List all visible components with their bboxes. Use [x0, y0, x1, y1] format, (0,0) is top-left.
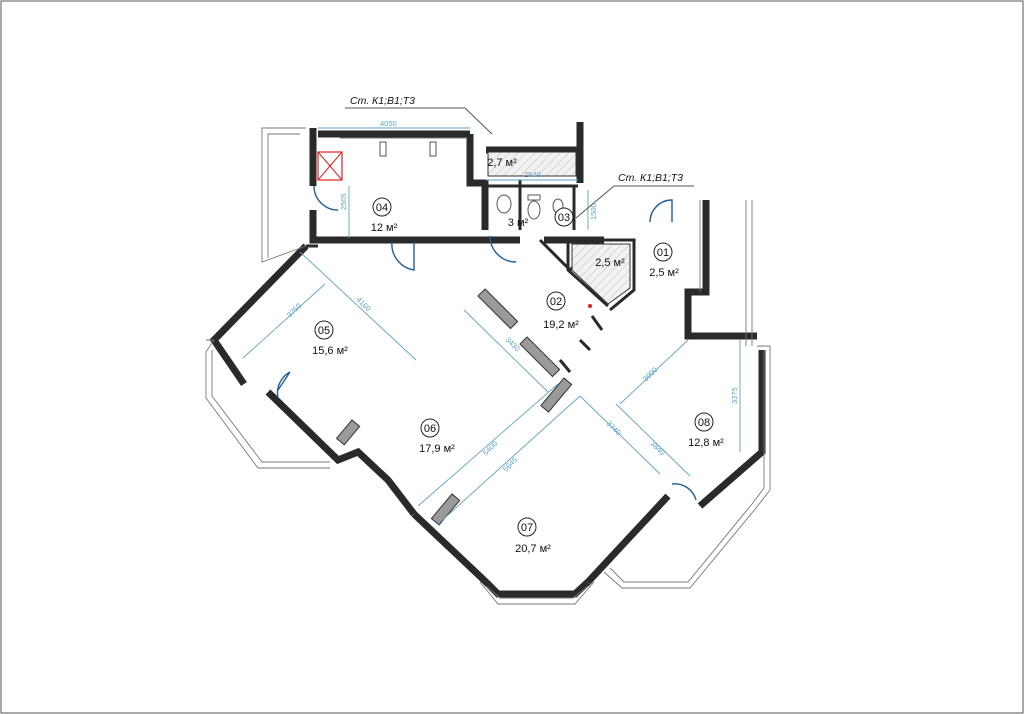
column-3	[540, 377, 573, 413]
room-number: 05	[318, 325, 330, 337]
dim-label: 4160	[355, 295, 373, 313]
room-number: 01	[657, 247, 669, 259]
room-number: 04	[376, 202, 388, 214]
room-number-badge	[372, 197, 392, 217]
dim-label: 3375	[730, 387, 739, 404]
room-area: 12 м²	[371, 222, 398, 234]
room-area: 20,7 м²	[515, 543, 551, 555]
room-area: 3 м²	[508, 217, 529, 229]
room-labels: 01 2,5 м² 02 19,2 м² 03 3 м² 2,5 м² 2,7 …	[312, 157, 724, 555]
room-number: 08	[698, 417, 710, 429]
closet-hatch	[487, 151, 577, 177]
column-2	[519, 336, 561, 378]
room-area: 19,2 м²	[543, 319, 579, 331]
column-5	[430, 493, 461, 526]
dim-label: 5400	[481, 439, 499, 457]
room-area: 17,9 м²	[419, 443, 455, 455]
room-area: 2,5 м²	[649, 267, 679, 279]
outer-walls	[209, 122, 766, 598]
room-number: 02	[550, 296, 562, 308]
room-number-badge	[653, 242, 673, 262]
partitions	[306, 180, 636, 373]
dim-label: 4050	[380, 119, 397, 128]
room-number: 06	[424, 423, 436, 435]
room-number-badge	[420, 418, 440, 438]
dim-label: 1500	[589, 203, 598, 220]
vent-shaft-icon	[317, 151, 343, 181]
column-1	[477, 288, 519, 330]
room-area: 2,7 м²	[487, 157, 517, 169]
dim-label: 2540	[524, 170, 541, 179]
room-number-badge	[554, 207, 574, 227]
bathroom-fixtures	[379, 141, 564, 220]
dim-label: 3000	[641, 365, 659, 383]
riser-notes: Ст. К1;В1;Т3 Ст. К1;В1;Т3	[345, 95, 694, 219]
dim-label: 3750	[285, 301, 303, 319]
dim-label: 2505	[339, 193, 348, 210]
room-number-badge	[314, 320, 334, 340]
dim-label: 3840	[649, 439, 667, 457]
room-area: 12,8 м²	[688, 437, 724, 449]
room-number-badge	[546, 291, 566, 311]
room-area: 2,5 м²	[595, 257, 625, 269]
window-bays	[205, 127, 771, 605]
riser-note: Ст. К1;В1;Т3	[618, 172, 683, 184]
column-4	[335, 419, 361, 446]
dimension-lines	[242, 127, 741, 525]
riser-marker-icon	[588, 304, 592, 308]
dim-label: 3430	[504, 335, 522, 353]
room-number-badge	[517, 517, 537, 537]
dim-label: 5645	[501, 455, 519, 473]
doors	[276, 185, 697, 501]
room-number: 03	[558, 212, 570, 224]
room-number: 07	[521, 522, 533, 534]
room-area: 15,6 м²	[312, 345, 348, 357]
shaft-hatch	[571, 243, 631, 305]
room-number-badge	[694, 412, 714, 432]
columns	[335, 288, 573, 526]
riser-note: Ст. К1;В1;Т3	[350, 95, 415, 107]
